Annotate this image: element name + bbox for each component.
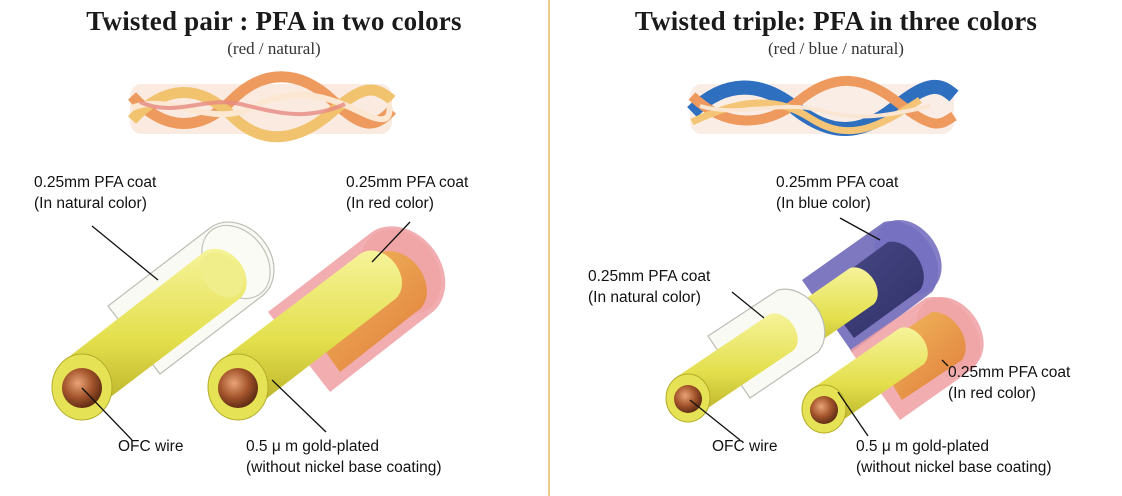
ofc-wire-label-right: OFC wire <box>712 438 778 455</box>
twisted-pair-cable-image <box>127 71 396 143</box>
left-leader-lines <box>81 221 411 441</box>
twisted-pair-title: Twisted pair : PFA in two colors <box>86 6 462 36</box>
gold-plated-label-left: 0.5 μ m gold-plated (without nickel base… <box>246 438 442 476</box>
gold-plated-label-right: 0.5 μ m gold-plated (without nickel base… <box>856 438 1052 476</box>
ofc-wire-core-red <box>810 396 838 424</box>
natural-coat-wire <box>51 221 275 421</box>
red-coat-wire-triple <box>801 296 984 434</box>
twisted-triple-cable-image <box>687 75 959 136</box>
red-coat-label-left: 0.25mm PFA coat (In red color) <box>346 174 469 212</box>
twisted-pair-panel: Twisted pair : PFA in two colors (red / … <box>0 0 548 496</box>
ofc-wire-label-left: OFC wire <box>118 438 184 455</box>
twisted-pair-illustration <box>51 71 446 441</box>
natural-coat-wire-triple <box>665 288 826 423</box>
red-coat-wire <box>207 226 446 421</box>
red-coat-label-right: 0.25mm PFA coat (In red color) <box>948 364 1071 402</box>
right-leader-lines <box>689 217 949 441</box>
ofc-wire-core-natural <box>674 385 702 413</box>
twisted-triple-title: Twisted triple: PFA in three colors <box>634 6 1038 36</box>
ofc-wire-core-right <box>218 368 258 408</box>
blue-coat-label: 0.25mm PFA coat (In blue color) <box>776 174 899 212</box>
twisted-triple-subtitle: (red / blue / natural) <box>768 39 904 58</box>
twisted-triple-panel: Twisted triple: PFA in three colors (red… <box>550 0 1122 496</box>
panel-divider <box>548 0 550 496</box>
natural-coat-label-left: 0.25mm PFA coat (In natural color) <box>34 174 157 212</box>
twisted-triple-illustration <box>665 75 984 441</box>
twisted-pair-subtitle: (red / natural) <box>227 39 321 58</box>
natural-coat-label-right: 0.25mm PFA coat (In natural color) <box>588 268 711 306</box>
